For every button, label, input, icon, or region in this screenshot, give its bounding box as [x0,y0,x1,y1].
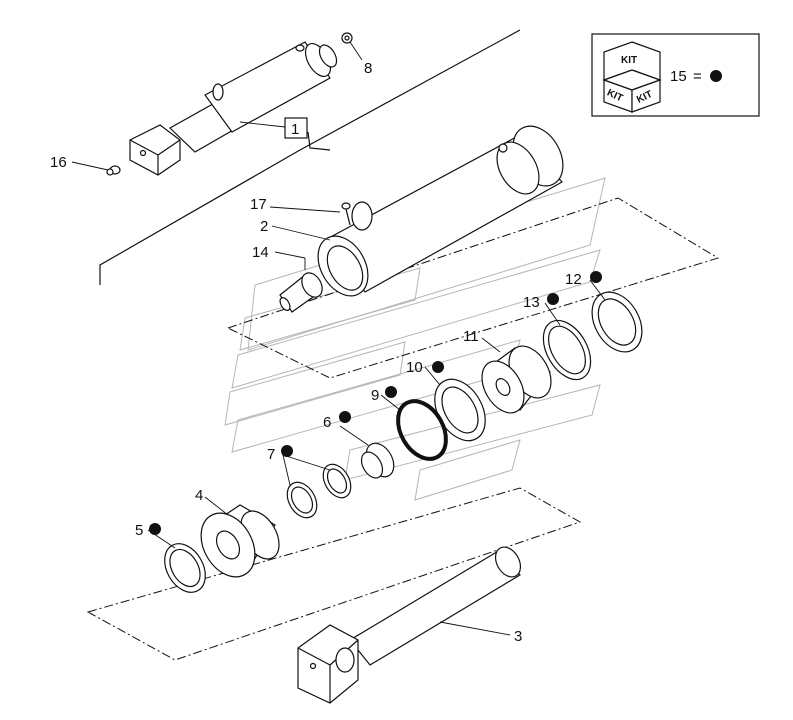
label-12: 12 [565,271,582,288]
part-8-fitting [341,32,363,61]
label-16: 16 [50,154,67,171]
kit-dot-13 [547,293,559,305]
label-9: 9 [371,387,379,404]
label-7: 7 [267,446,275,463]
part-5-ring [164,543,206,593]
part-9-o-ring [396,399,448,461]
kit-dot-5 [149,523,161,535]
part-10-ring [434,378,486,442]
label-2: 2 [260,218,268,235]
kit-legend-equals: = [693,68,702,85]
label-4: 4 [195,487,203,504]
part-17-pin [341,202,351,226]
kit-legend-item: 15 [670,68,687,85]
part-3-rod [297,546,522,704]
label-11: 11 [463,328,479,345]
label-17: 17 [250,196,267,213]
assembly-bracket [99,29,521,285]
part-6-collar [360,442,395,479]
label-14: 14 [252,244,269,261]
label-6: 6 [323,414,331,431]
part-2-barrel [317,125,564,297]
kit-legend-box [591,33,760,117]
part-16-fitting [71,161,121,176]
label-3: 3 [514,628,522,645]
alignment-lines [86,197,720,661]
kit-dot-10 [432,361,444,373]
label-10: 10 [406,359,423,376]
part-14-bushing [279,272,323,313]
kit-dot-12 [590,271,602,283]
kit-marker-dots [149,271,602,535]
label-8: 8 [364,60,372,77]
label-1: 1 [291,121,299,138]
label-5: 5 [135,522,143,539]
kit-dot-9 [385,386,397,398]
kit-legend-dot [710,70,722,82]
part-12-ring [591,291,643,353]
kit-legend: KIT KIT KIT 15 = [591,33,760,117]
part-13-ring [542,319,592,381]
part-4-gland [200,504,280,578]
label-13: 13 [523,294,540,311]
part-7-rings [286,463,352,519]
kit-word-top: KIT [621,55,637,66]
kit-dot-7 [281,445,293,457]
kit-dot-6 [339,411,351,423]
part-1-cylinder-assembly [129,41,338,176]
part-11-piston [481,345,552,414]
label-1-box [284,117,308,139]
